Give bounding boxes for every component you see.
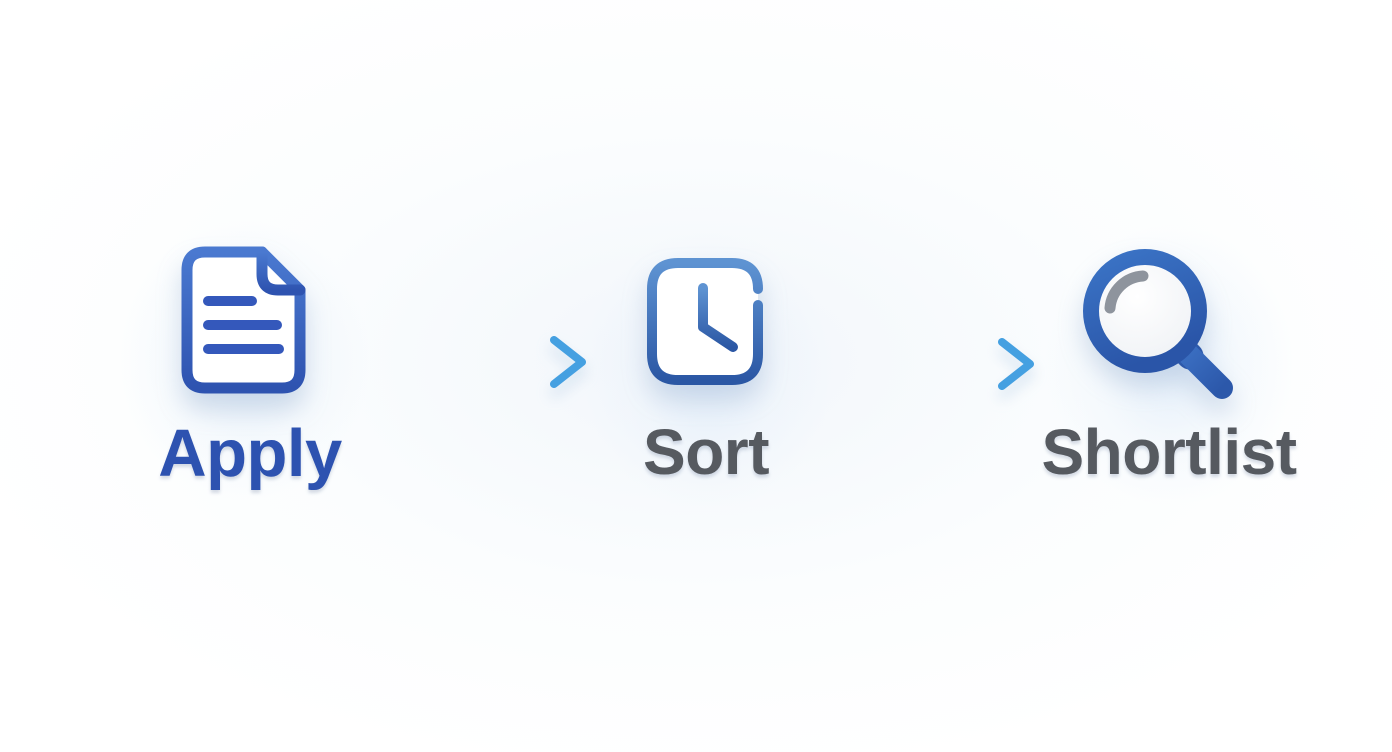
step-sort xyxy=(647,258,768,385)
arrow-right-icon xyxy=(812,338,1034,390)
step-label-apply: Apply xyxy=(158,416,342,491)
step-label-shortlist: Shortlist xyxy=(1041,416,1297,488)
step-apply xyxy=(180,245,307,395)
document-icon xyxy=(181,246,306,394)
step-label-sort: Sort xyxy=(643,416,770,488)
magnifier-icon xyxy=(1083,249,1233,399)
clock-square-icon xyxy=(647,258,763,385)
step-shortlist xyxy=(1080,248,1240,413)
arrow-right-icon xyxy=(364,336,586,388)
